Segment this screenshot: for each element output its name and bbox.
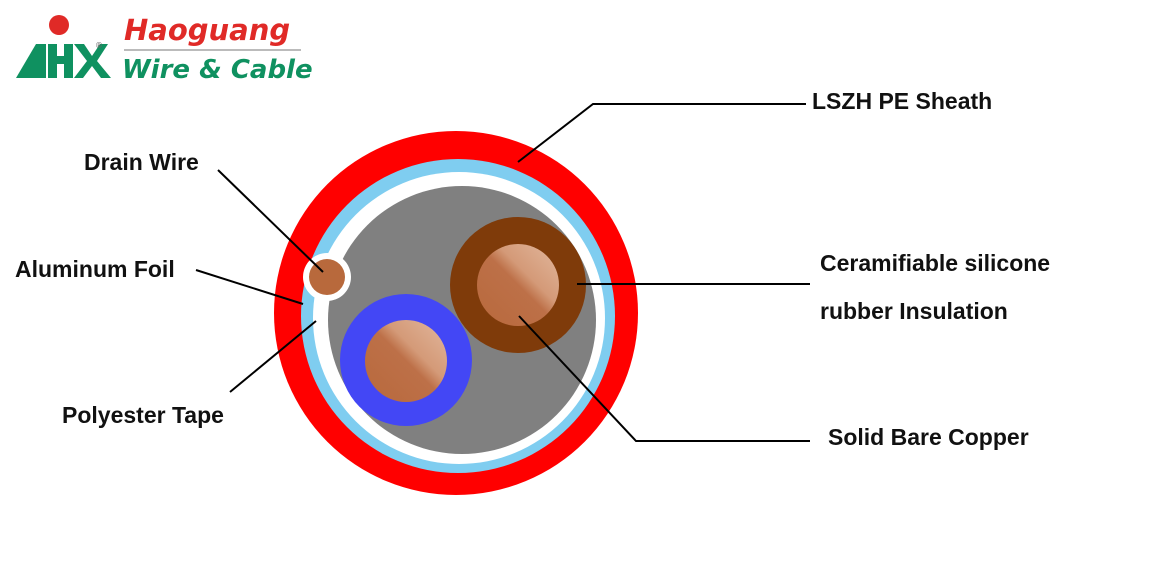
leader-polyester-tape: [229, 320, 317, 393]
company-logo: ® Haoguang Wire & Cable: [16, 13, 313, 85]
logo-dot: [49, 15, 69, 35]
logo-brand-text: Haoguang: [124, 13, 290, 47]
copper-conductor-brown: [477, 244, 559, 326]
copper-conductor-blue: [365, 320, 447, 402]
label-polyester-tape: Polyester Tape: [62, 402, 224, 428]
leader-drain-wire: [217, 169, 324, 273]
leader-aluminum-foil: [195, 269, 304, 305]
leader-conductor: [518, 315, 810, 442]
label-insulation-line2: rubber Insulation: [820, 298, 1008, 324]
label-aluminum-foil: Aluminum Foil: [15, 256, 175, 282]
logo-tagline-text: Wire & Cable: [122, 55, 313, 85]
registered-mark: ®: [95, 41, 103, 50]
label-insulation-line1: Ceramifiable silicone: [820, 250, 1050, 276]
label-conductor: Solid Bare Copper: [828, 424, 1029, 450]
cable: [274, 131, 638, 495]
leader-sheath: [517, 103, 806, 163]
label-drain-wire: Drain Wire: [84, 149, 199, 175]
label-sheath: LSZH PE Sheath: [812, 88, 992, 114]
logo-mark-a: [16, 44, 46, 78]
